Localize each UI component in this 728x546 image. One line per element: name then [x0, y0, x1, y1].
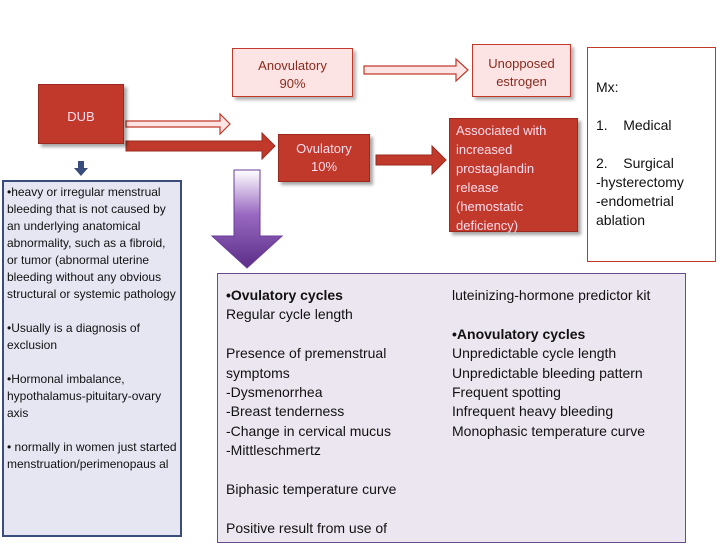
cycle-line: Infrequent heavy bleeding	[452, 403, 614, 420]
arrow-to-anovulatory	[125, 112, 231, 136]
arrow-to-ovulatory	[125, 131, 276, 161]
cycle-line: -Breast tenderness	[226, 403, 345, 420]
ovulatory-cycles-column: •Ovulatory cycles Regular cycle length P…	[226, 286, 448, 538]
mx-surgical: 2. Surgical	[596, 155, 674, 171]
cycle-line: Positive result from use of	[226, 519, 388, 536]
cycle-line: Unpredictable cycle length	[452, 345, 617, 362]
anovulatory-cycles-title: •Anovulatory cycles	[452, 325, 586, 342]
arrow-to-associated	[375, 144, 447, 176]
anovulatory-label: Anovulatory	[258, 58, 327, 73]
arrow-down-to-definition	[74, 161, 88, 176]
cycles-box: •Ovulatory cycles Regular cycle length P…	[217, 273, 686, 543]
cycle-line: -Dysmenorrhea	[226, 384, 323, 401]
management-box: Mx: 1. Medical 2. Surgical -hysterectomy…	[587, 47, 716, 262]
ovulatory-label: Ovulatory	[296, 141, 352, 156]
cycle-line: Biphasic temperature curve	[226, 481, 397, 498]
mx-ablation: ablation	[596, 212, 646, 228]
prostaglandin-box: Associated with increased prostaglandin …	[449, 118, 578, 233]
ovulatory-pct: 10%	[310, 159, 338, 174]
cycle-line: Monophasic temperature curve	[452, 422, 645, 439]
unopposed-line2: estrogen	[496, 74, 547, 89]
cycle-line: -Mittleschmertz	[226, 442, 321, 459]
definition-item: •Hormonal imbalance, hypothalamus-pituit…	[7, 372, 162, 420]
arrow-down-to-cycles	[210, 169, 284, 269]
definition-item: •Usually is a diagnosis of exclusion	[7, 321, 140, 352]
mx-title: Mx:	[596, 79, 619, 95]
assoc-line: release	[456, 180, 499, 195]
ovulatory-box: Ovulatory 10%	[278, 134, 370, 182]
cycle-line: symptoms	[226, 364, 290, 381]
cycle-line: Unpredictable bleeding pattern	[452, 364, 643, 381]
mx-medical: 1. Medical	[596, 117, 672, 133]
anovulatory-pct: 90%	[279, 76, 306, 91]
cycle-line: Frequent spotting	[452, 384, 561, 401]
assoc-line: prostaglandin	[456, 161, 535, 176]
cycle-line: Regular cycle length	[226, 306, 353, 323]
unopposed-line1: Unopposed	[488, 56, 555, 71]
definition-item: •heavy or irregular menstrual bleeding t…	[7, 185, 176, 301]
mx-endometrial: -endometrial	[596, 193, 674, 209]
definition-box: •heavy or irregular menstrual bleeding t…	[2, 180, 182, 537]
anovulatory-box: Anovulatory 90%	[232, 48, 353, 97]
assoc-line: (hemostatic	[456, 199, 524, 214]
unopposed-estrogen-box: Unopposed estrogen	[472, 44, 571, 97]
assoc-line: increased	[456, 142, 513, 157]
dub-label: DUB	[67, 109, 95, 124]
assoc-line: deficiency)	[456, 218, 519, 233]
mx-hysterectomy: -hysterectomy	[596, 174, 684, 190]
arrow-to-unopposed	[363, 57, 469, 83]
dub-box: DUB	[38, 84, 124, 144]
anovulatory-cycles-column: luteinizing-hormone predictor kit •Anovu…	[452, 286, 684, 441]
ovulatory-cycles-title: •Ovulatory cycles	[226, 287, 343, 303]
cycle-line: luteinizing-hormone predictor kit	[452, 287, 651, 303]
cycle-line: Presence of premenstrual	[226, 345, 387, 362]
assoc-line: Associated with	[456, 123, 547, 138]
cycle-line: -Change in cervical mucus	[226, 422, 391, 439]
definition-item: • normally in women just started menstru…	[7, 440, 177, 471]
